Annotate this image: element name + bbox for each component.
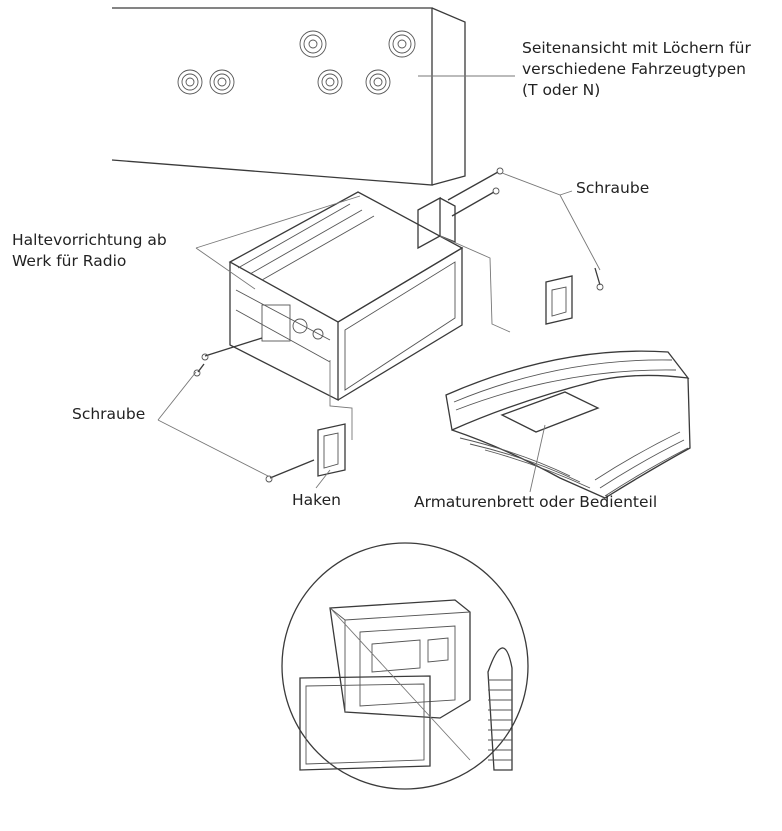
small-bracket	[545, 275, 573, 325]
dashboard-label: Armaturenbrett oder Bedienteil	[414, 493, 658, 511]
side-view-panel	[111, 7, 466, 186]
screw-bottom	[265, 459, 315, 483]
screw-top-2	[451, 187, 500, 217]
side-view-line-1: Seitenansicht mit Löchern für	[522, 39, 751, 57]
hook-label: Haken	[292, 491, 341, 509]
screw-left-1	[201, 337, 263, 361]
leader-holder	[195, 195, 361, 290]
side-view-line-3: (T oder N)	[522, 81, 601, 99]
screw-left-2	[193, 363, 205, 377]
detail-inset	[281, 542, 529, 790]
mounting-holes	[177, 30, 416, 95]
hole	[177, 69, 203, 95]
screw-right	[594, 267, 604, 291]
holder-line-2: Werk für Radio	[12, 252, 127, 270]
hole	[365, 69, 391, 95]
screw-top-label: Schraube	[576, 179, 650, 197]
hole	[317, 69, 343, 95]
holder-line-1: Haltevorrichtung ab	[12, 231, 167, 249]
holder-bracket	[417, 196, 511, 333]
side-view-line-2: verschiedene Fahrzeugtypen	[522, 60, 746, 78]
leader-screw-left	[157, 371, 269, 477]
screw-left-label: Schraube	[72, 405, 146, 423]
leader-dashboard	[529, 424, 546, 493]
hole	[388, 30, 416, 58]
radio-chassis	[228, 191, 464, 402]
leader-screw-top	[501, 172, 601, 271]
side-view-label: Seitenansicht mit Löchern für verschiede…	[522, 38, 751, 101]
hook-bracket	[317, 360, 353, 477]
hole	[299, 30, 327, 58]
dashboard-panel	[445, 350, 691, 499]
leader-hook	[315, 469, 331, 489]
screw-top-1	[447, 167, 504, 201]
hole	[209, 69, 235, 95]
holder-label: Haltevorrichtung ab Werk für Radio	[12, 230, 167, 272]
